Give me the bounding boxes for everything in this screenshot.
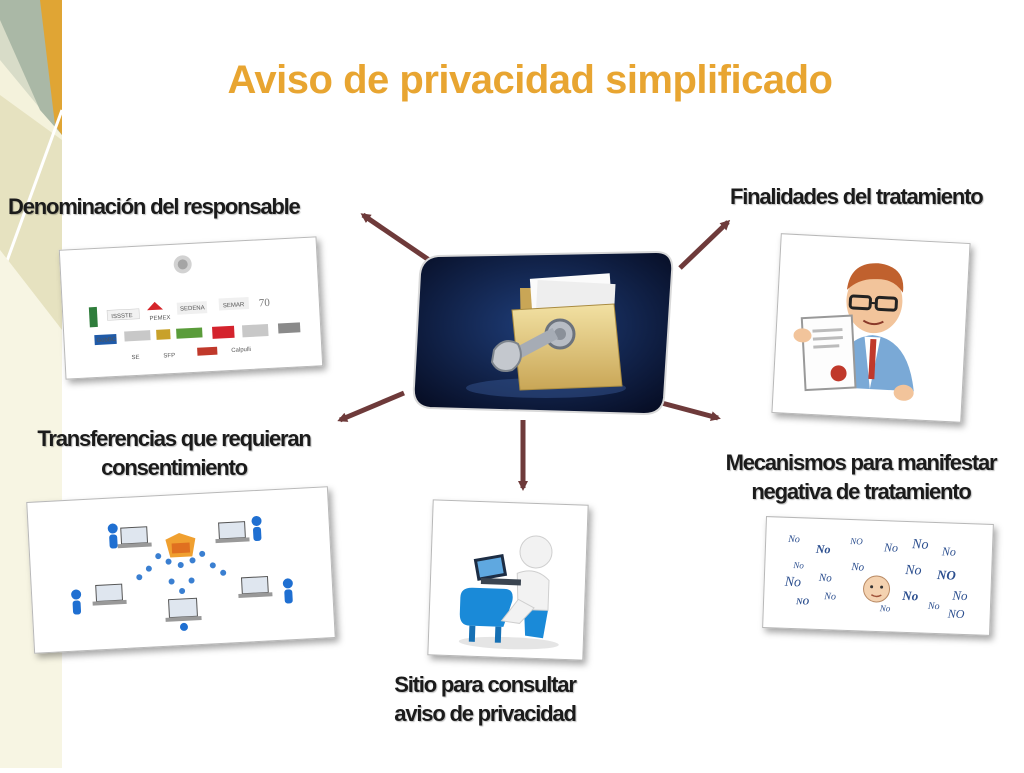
svg-text:No: No (941, 544, 956, 559)
logos-image: ISSSTE PEMEX SEDENA SEMAR 70 GobBC SE SF… (59, 236, 323, 379)
svg-text:SEDENA: SEDENA (180, 305, 205, 312)
label-sitio: Sitio para consultar aviso de privacidad (378, 670, 592, 728)
label-sitio-line1: Sitio para consultar (378, 670, 592, 699)
svg-text:No: No (883, 540, 898, 555)
svg-text:GobBC: GobBC (96, 337, 117, 344)
label-transferencias: Transferencias que requieran consentimie… (18, 424, 330, 482)
label-transferencias-line2: consentimiento (18, 453, 330, 482)
arrow-to-finalidades (680, 222, 728, 268)
svg-text:No: No (850, 561, 865, 573)
svg-text:No: No (911, 537, 929, 553)
svg-text:No: No (879, 603, 891, 613)
svg-text:70: 70 (259, 297, 271, 310)
label-mecanismos-line1: Mecanismos para manifestar (700, 448, 1022, 477)
svg-text:NO: NO (849, 536, 863, 546)
svg-text:NO: NO (795, 596, 810, 606)
label-mecanismos-line2: negativa de tratamiento (700, 477, 1022, 506)
svg-text:No: No (901, 588, 919, 604)
label-denominacion: Denominación del responsable (8, 192, 300, 221)
svg-text:Calpulli: Calpulli (231, 347, 251, 354)
label-mecanismos: Mecanismos para manifestar negativa de t… (700, 448, 1022, 506)
no-words-image: No No NO No No No No No No NO No No No N… (762, 516, 994, 636)
svg-text:No: No (904, 563, 922, 579)
svg-text:No: No (927, 601, 940, 612)
svg-text:No: No (787, 534, 800, 545)
person-laptop-image (427, 499, 588, 660)
central-folder-key-image (408, 248, 678, 418)
svg-text:No: No (951, 588, 968, 604)
svg-text:SFP: SFP (163, 353, 175, 360)
network-transfer-image (26, 486, 336, 654)
arrow-to-transferencias (340, 393, 404, 420)
svg-text:No: No (792, 560, 804, 570)
label-sitio-line2: aviso de privacidad (378, 699, 592, 728)
svg-text:SE: SE (131, 355, 139, 361)
label-finalidades: Finalidades del tratamiento (730, 182, 982, 211)
svg-text:NO: NO (936, 567, 957, 583)
svg-text:No: No (818, 572, 833, 584)
person-with-certificate-image (771, 233, 970, 423)
svg-text:No: No (823, 591, 836, 602)
svg-text:ISSSTE: ISSSTE (111, 313, 133, 320)
label-transferencias-line1: Transferencias que requieran (18, 424, 330, 453)
svg-text:SEMAR: SEMAR (223, 302, 245, 309)
svg-text:NO: NO (946, 606, 964, 621)
svg-text:No: No (815, 542, 831, 557)
svg-text:PEMEX: PEMEX (149, 315, 170, 322)
svg-text:No: No (783, 575, 801, 591)
